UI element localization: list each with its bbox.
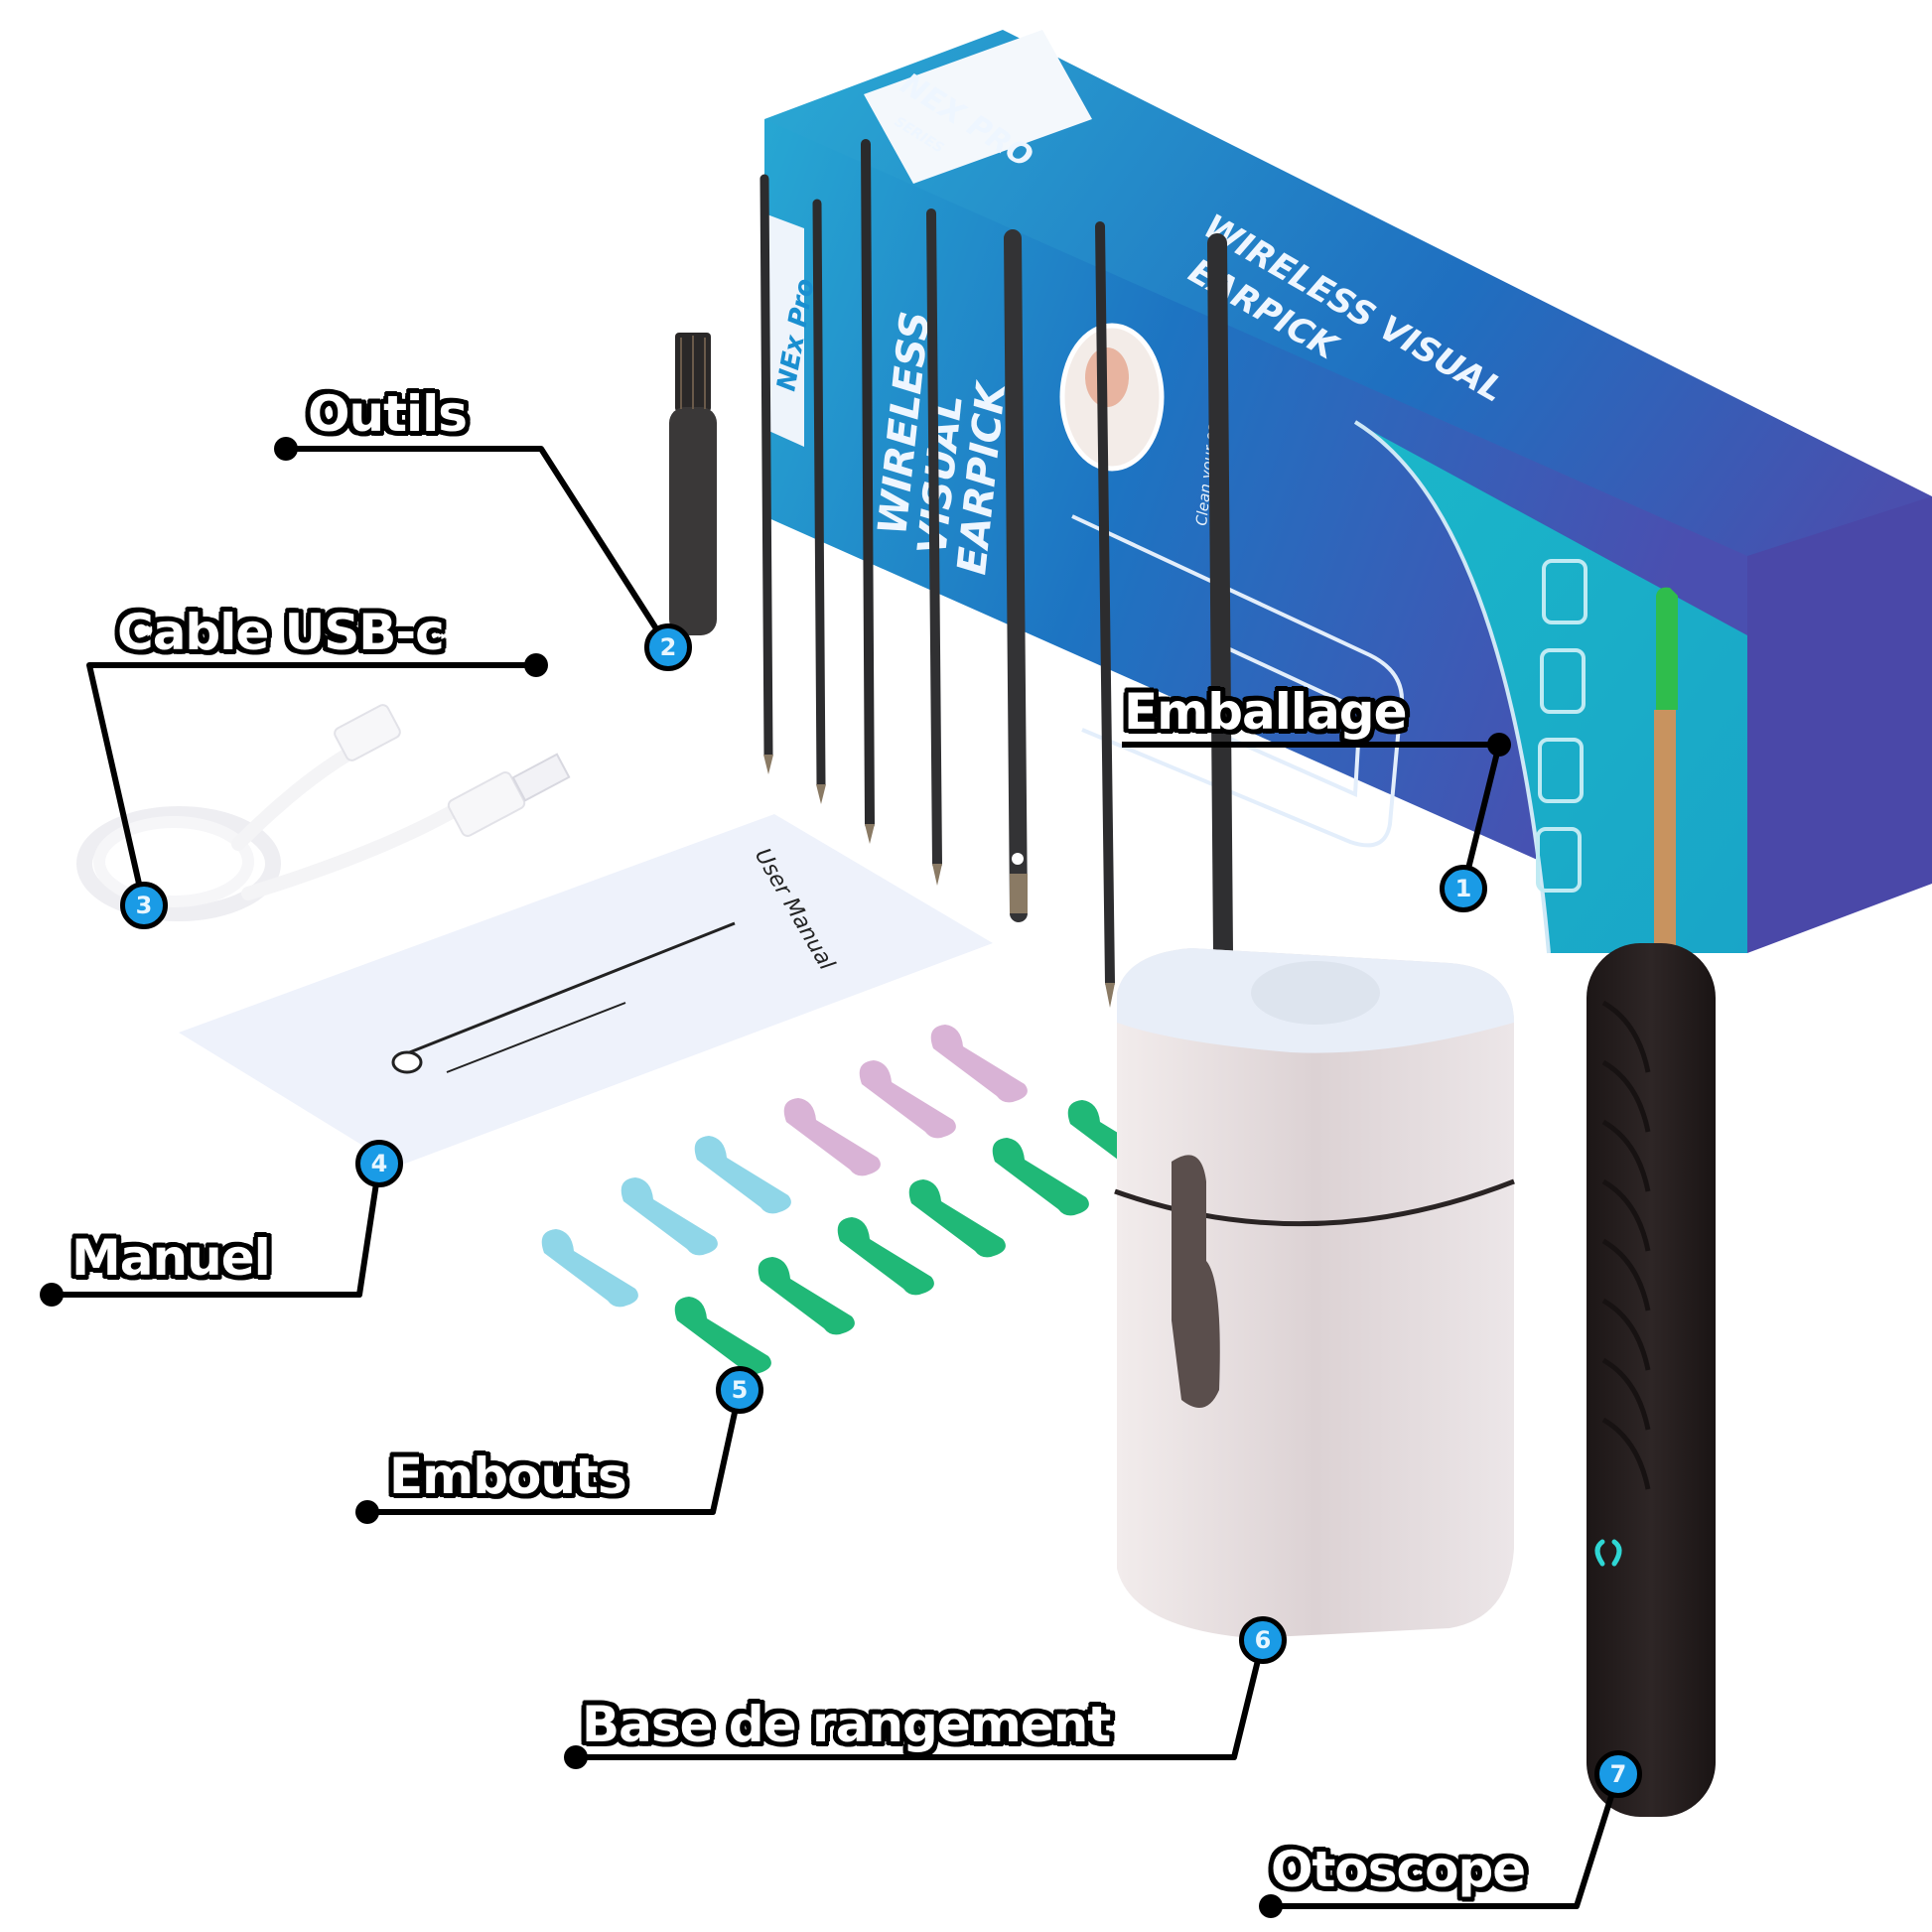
- badge-6: 6: [1239, 1616, 1287, 1664]
- ear-tip: [783, 1098, 881, 1176]
- battery-icon: [1538, 738, 1584, 803]
- otoscope-body: [1587, 943, 1716, 1817]
- fan-icon: [1540, 648, 1586, 714]
- ear-tip: [992, 1138, 1089, 1216]
- leader-dot-4: [40, 1283, 64, 1307]
- leader-line-2: [286, 446, 671, 649]
- label-base-de-rangement: Base de rangement: [582, 1696, 1111, 1753]
- camera-icon: [1536, 827, 1582, 893]
- wifi-icon: [1542, 559, 1587, 624]
- leader-line-6: [576, 1639, 1266, 1760]
- ear-tip: [758, 1257, 855, 1335]
- leader-dot-7: [1259, 1894, 1283, 1918]
- label-emballage: Emballage: [1124, 683, 1408, 741]
- label-manuel: Manuel: [71, 1229, 271, 1287]
- leader-dot-1: [1487, 733, 1511, 757]
- user-manual: User Manual: [179, 814, 993, 1167]
- base-hole: [1251, 961, 1380, 1025]
- box-teal-panel: [1355, 422, 1747, 953]
- leader-dot-3: [524, 653, 548, 677]
- ear-tip: [674, 1297, 771, 1375]
- tool-spiral-1: [926, 208, 942, 869]
- box-side-label: [764, 213, 804, 447]
- box-brand-strip: [864, 30, 1092, 184]
- badge-2: 2: [644, 623, 692, 671]
- leader-dots: [40, 437, 1511, 1918]
- label-outils: Outils: [308, 385, 468, 443]
- label-embouts: Embouts: [389, 1448, 627, 1505]
- badge-5: 5: [716, 1366, 763, 1414]
- brush-tool: [669, 333, 717, 635]
- label-cable-usb-c: Cable USB-c: [117, 604, 445, 661]
- ear-tip: [837, 1217, 934, 1296]
- ear-tip: [908, 1179, 1006, 1258]
- leader-line-7: [1271, 1773, 1621, 1909]
- ear-tip: [859, 1060, 956, 1139]
- tool-pick-1: [759, 174, 773, 759]
- ear-tip: [541, 1229, 638, 1308]
- leader-dot-5: [355, 1500, 379, 1524]
- tool-pick-3: [861, 139, 875, 829]
- ear-tip: [621, 1177, 718, 1256]
- tool-spiral-2: [1095, 221, 1115, 988]
- tool-tweezer: [1207, 233, 1233, 963]
- base-window: [1172, 1155, 1220, 1408]
- badge-3: 3: [120, 882, 168, 929]
- power-button-icon[interactable]: [1594, 1539, 1622, 1567]
- tools-set: [669, 139, 1233, 1008]
- ear-tip: [694, 1136, 791, 1214]
- leader-line-3: [86, 662, 536, 906]
- badge-7: 7: [1594, 1750, 1642, 1798]
- badge-1: 1: [1440, 865, 1487, 912]
- ear-tips: [541, 1025, 1165, 1375]
- otoscope: [1587, 587, 1716, 1817]
- tool-pick-2: [812, 199, 826, 789]
- leader-dot-6: [564, 1745, 588, 1769]
- badge-4: 4: [355, 1140, 403, 1187]
- box-feature-icons: [1536, 559, 1587, 893]
- storage-base: [1114, 948, 1515, 1638]
- label-otoscope: Otoscope: [1271, 1841, 1526, 1898]
- tool-scoop: [1004, 229, 1028, 922]
- leader-line-5: [367, 1389, 743, 1515]
- box-end-face: [1747, 496, 1932, 953]
- leader-dot-2: [274, 437, 298, 461]
- leader-line-4: [52, 1163, 382, 1298]
- usb-cable: [76, 704, 571, 921]
- ear-tip: [930, 1025, 1028, 1103]
